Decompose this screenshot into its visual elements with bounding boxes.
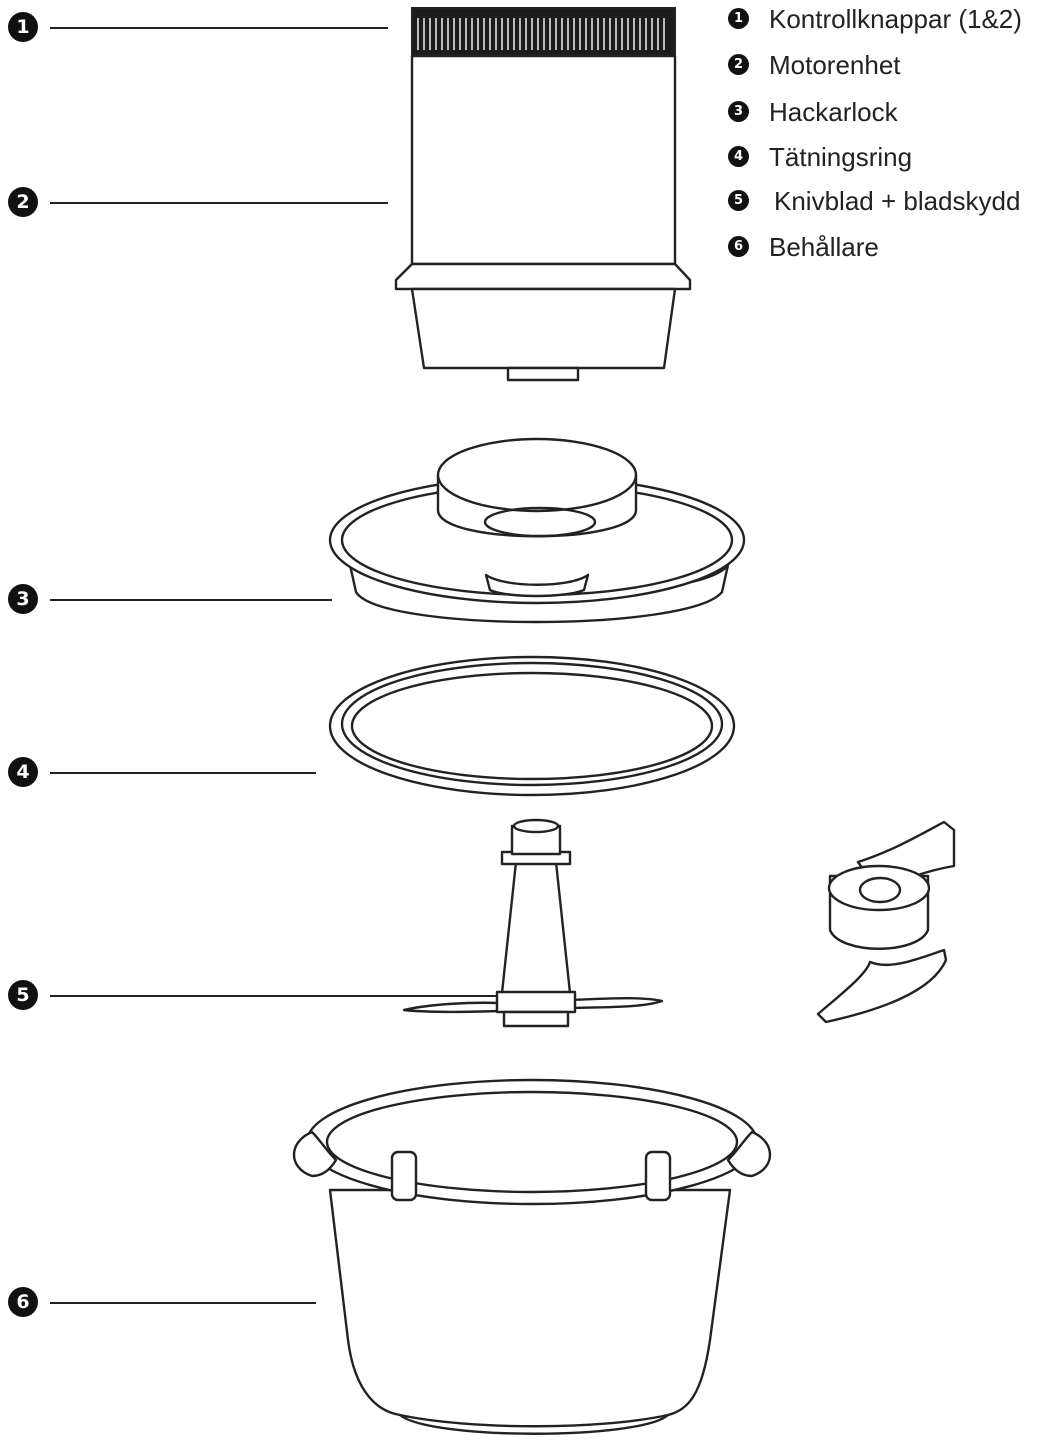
legend-number-4: 4 <box>728 146 749 167</box>
bowl-inner-post-right <box>644 1150 672 1202</box>
ring-inner <box>350 671 714 781</box>
ring-middle <box>340 661 724 787</box>
guard-hub-hole <box>858 876 902 904</box>
lid-slot <box>484 573 590 598</box>
guard-lower-blade <box>816 948 948 1024</box>
leader-line-6 <box>50 1302 316 1304</box>
motor-unit-drawing <box>394 7 692 382</box>
bowl-handle-left <box>293 1130 338 1178</box>
callout-badge-2: 2 <box>8 187 38 217</box>
bowl-body <box>328 1188 732 1428</box>
motor-base-flange <box>394 262 692 291</box>
legend-label-4: Tätningsring <box>769 142 913 172</box>
blade-guard-drawing <box>816 820 956 1024</box>
chopper-lid-drawing <box>328 437 746 624</box>
container-drawing <box>293 1078 771 1435</box>
legend-label-1: Kontrollknappar (1&2) <box>769 4 1022 34</box>
leader-line-4 <box>50 772 316 774</box>
leader-line-2 <box>50 202 388 204</box>
blade-shaft-tip-top <box>512 818 560 834</box>
leader-line-5 <box>50 995 500 997</box>
ring-outer <box>328 655 736 797</box>
legend-number-5: 5 <box>728 190 749 211</box>
legend-number-3: 3 <box>728 101 749 122</box>
motor-drive-shaft <box>506 366 580 382</box>
leader-line-1 <box>50 27 388 29</box>
callout-badge-4: 4 <box>8 757 38 787</box>
blade-hub <box>495 990 577 1014</box>
legend-number-1: 1 <box>728 8 749 29</box>
legend-number-2: 2 <box>728 54 749 75</box>
blade-hub-base <box>502 1010 570 1028</box>
motor-lower-body <box>410 287 677 370</box>
legend-label-3: Hackarlock <box>769 97 898 127</box>
callout-badge-1: 1 <box>8 12 38 42</box>
blade-arm-left <box>402 1001 502 1014</box>
callout-badge-5: 5 <box>8 980 38 1010</box>
legend-label-2: Motorenhet <box>769 50 901 80</box>
callout-badge-3: 3 <box>8 584 38 614</box>
blade-shaft <box>500 860 572 995</box>
lid-collar-top <box>436 437 638 513</box>
motor-housing <box>410 54 677 266</box>
knife-blade-drawing <box>402 818 664 1028</box>
bowl-bottom-edge <box>398 1413 670 1435</box>
sealing-ring-drawing <box>328 655 736 797</box>
bowl-handle-right <box>726 1130 771 1178</box>
bowl-inner-post-left <box>390 1150 418 1202</box>
legend-label-5: Knivblad + bladskydd <box>774 186 1021 216</box>
control-ring-ridges <box>417 18 665 50</box>
legend-number-6: 6 <box>728 236 749 257</box>
bowl-rim-inner <box>325 1090 739 1194</box>
lid-collar-hole <box>483 506 597 538</box>
callout-badge-6: 6 <box>8 1287 38 1317</box>
leader-line-3 <box>50 599 332 601</box>
blade-arm-right <box>568 997 664 1010</box>
bowl-rim-outer <box>305 1078 759 1206</box>
legend-label-6: Behållare <box>769 232 879 262</box>
